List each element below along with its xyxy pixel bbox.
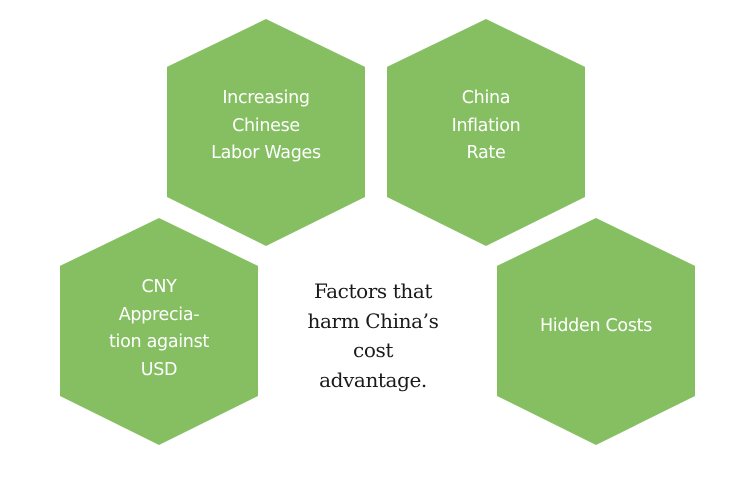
hexagon-label: Increasing Chinese Labor Wages: [211, 88, 321, 164]
hexagon-cny-appreciation: CNY Apprecia- tion against USD: [60, 218, 258, 445]
center-title: Factors that harm China’s cost advantage…: [307, 279, 439, 392]
hexagon-labor-wages: Increasing Chinese Labor Wages: [167, 19, 365, 246]
hexagon-label: CNY Apprecia- tion against USD: [109, 277, 209, 380]
hexagon-hidden-costs: Hidden Costs: [497, 218, 695, 445]
hexagon-label: Hidden Costs: [539, 315, 653, 336]
hexagon-label: China Inflation Rate: [451, 88, 521, 164]
hexagon-inflation-rate: China Inflation Rate: [387, 19, 585, 246]
